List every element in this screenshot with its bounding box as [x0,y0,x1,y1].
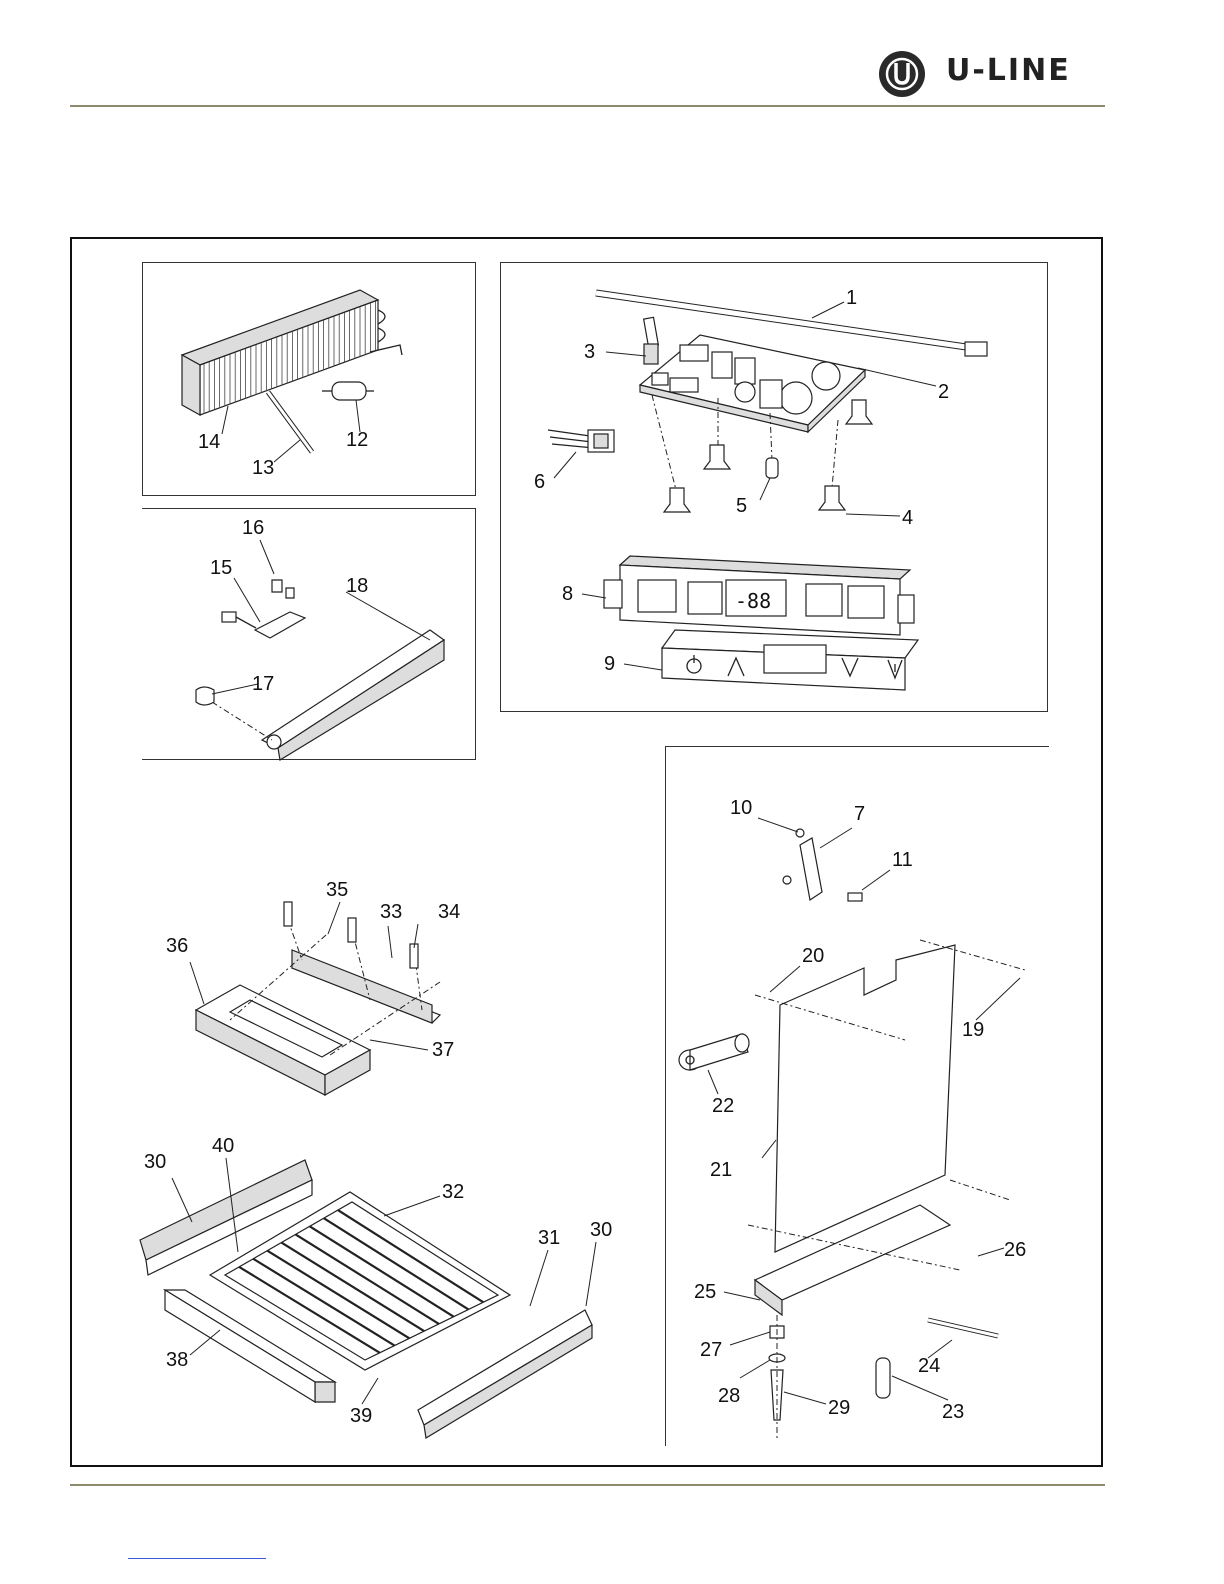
callout-23: 23 [942,1401,964,1423]
callout-4: 4 [902,507,913,529]
hinge-pin-assembly [769,1315,785,1440]
control-panel-overlay [662,630,918,690]
callout-15: 15 [210,557,232,579]
callout-6: 6 [534,471,545,493]
callout-2: 2 [938,381,949,403]
filter-drier [322,382,374,400]
callout-33: 33 [380,901,402,923]
control-board [640,335,865,432]
callout-29: 29 [828,1397,850,1419]
callout-10: 10 [730,797,752,819]
callout-39: 39 [350,1405,372,1427]
callout-34: 34 [438,901,460,923]
callout-32: 32 [442,1181,464,1203]
callout-28: 28 [718,1385,740,1407]
callout-22: 22 [712,1095,734,1117]
callout-36: 36 [166,935,188,957]
callout-38: 38 [166,1349,188,1371]
footer-link-underline[interactable] [128,1558,266,1559]
door-gasket-roll [679,1034,749,1070]
callout-1: 1 [846,287,857,309]
callout-16: 16 [242,517,264,539]
callout-30-right: 30 [590,1219,612,1241]
footer-rule [70,1484,1105,1486]
handle [196,985,370,1095]
callout-37: 37 [432,1039,454,1061]
callout-12: 12 [346,429,368,451]
capillary-tube [268,392,312,452]
callout-8: 8 [562,583,573,605]
callout-27: 27 [700,1339,722,1361]
grommet [196,687,214,705]
thermostat-sensor [644,317,659,364]
callout-11: 11 [892,849,913,871]
callout-19: 19 [962,1019,984,1041]
callout-14: 14 [198,431,220,453]
display-readout: -88 [735,589,771,613]
callout-5: 5 [736,495,747,517]
callout-24: 24 [918,1355,940,1377]
evaporator-coil [182,290,402,415]
callout-3: 3 [584,341,595,363]
callout-13: 13 [252,457,274,479]
callout-30-left: 30 [144,1151,166,1173]
callout-25: 25 [694,1281,716,1303]
callout-18: 18 [346,575,368,597]
callout-17: 17 [252,673,274,695]
defrost-heater [212,630,444,760]
callout-40: 40 [212,1135,234,1157]
callout-20: 20 [802,945,824,967]
callout-9: 9 [604,653,615,675]
thermostat-clip [222,580,305,638]
callout-35: 35 [326,879,348,901]
hinge-bracket [783,829,862,901]
callout-21: 21 [710,1159,732,1181]
callout-26: 26 [1004,1239,1026,1261]
door-inner-panel [755,940,1025,1252]
wire-harness [548,430,614,452]
display-housing: -88 [604,556,914,635]
callout-7: 7 [854,803,865,825]
callout-31: 31 [538,1227,560,1249]
